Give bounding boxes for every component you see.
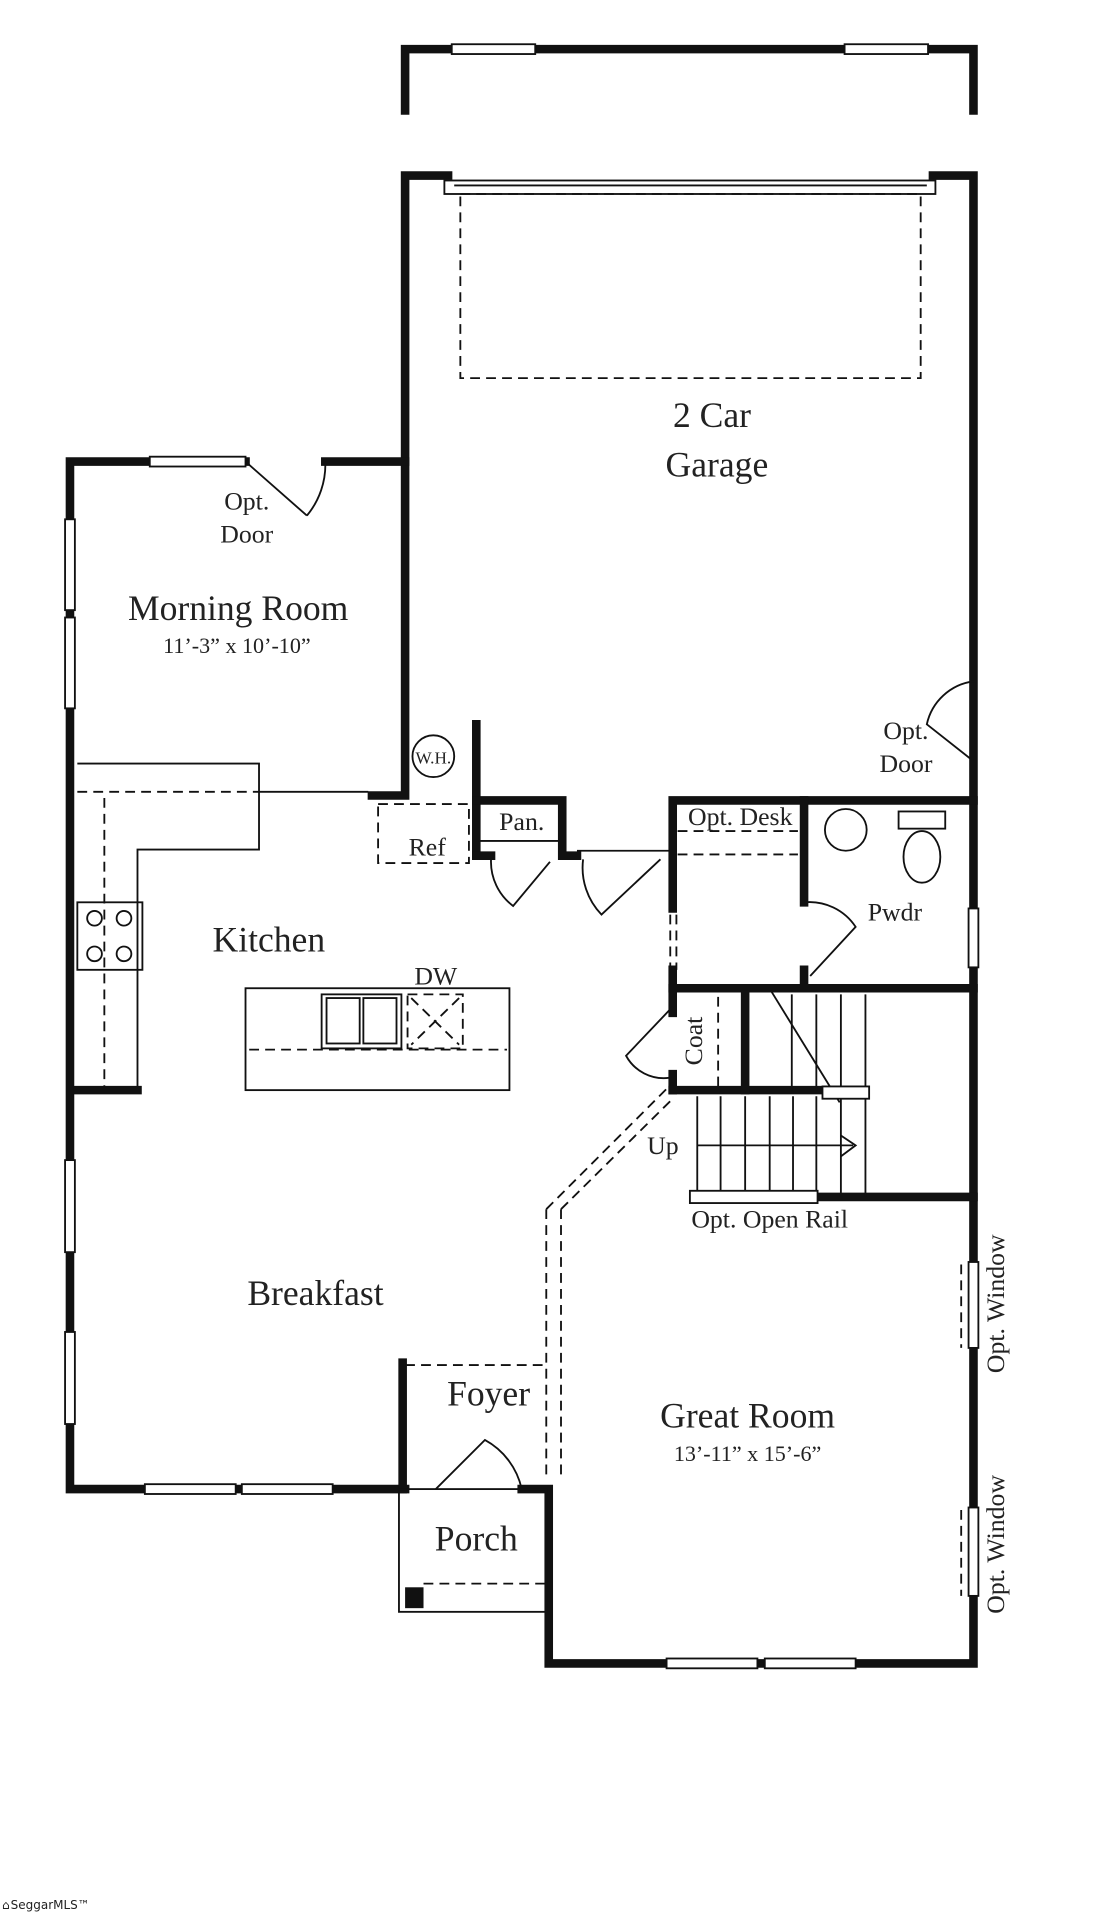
- garage-label: 2 Car: [673, 395, 751, 435]
- great-room-dims: 13’-11” x 15’-6”: [674, 1441, 822, 1466]
- ref-label: Ref: [409, 833, 447, 862]
- opt-door-label: Opt.: [883, 716, 928, 745]
- pwdr-label: Pwdr: [868, 898, 923, 927]
- foyer-label: Foyer: [447, 1374, 530, 1414]
- opt-desk-label: Opt. Desk: [688, 802, 793, 831]
- kitchen-label: Kitchen: [213, 919, 326, 959]
- opt-window-label: Opt. Window: [981, 1475, 1010, 1614]
- morning-room-label: Morning Room: [128, 588, 349, 628]
- house-icon: ⌂: [2, 1898, 10, 1912]
- opt-window-label: Opt. Window: [981, 1234, 1010, 1373]
- opt-door-label: Door: [220, 520, 273, 549]
- up-label: Up: [647, 1131, 679, 1160]
- porch-label: Porch: [435, 1518, 518, 1558]
- watermark-logo: ⌂ SeggarMLS™: [2, 1898, 90, 1912]
- dw-label: DW: [414, 962, 458, 991]
- coat-label: Coat: [679, 1017, 708, 1066]
- great-room-label: Great Room: [660, 1396, 835, 1436]
- toilet-icon: [902, 830, 942, 884]
- pantry-label: Pan.: [499, 807, 544, 836]
- walls: [64, 43, 980, 1670]
- water-heater-icon: [411, 734, 456, 779]
- water-heater-label: W.H.: [416, 749, 452, 768]
- breakfast-label: Breakfast: [247, 1273, 383, 1313]
- watermark-text: SeggarMLS™: [10, 1898, 90, 1912]
- opt-open-rail-label: Opt. Open Rail: [691, 1205, 848, 1234]
- garage-label: Garage: [666, 444, 769, 484]
- opt-door-label: Door: [879, 749, 932, 778]
- sink-icon: [824, 808, 868, 852]
- opt-door-label: Opt.: [224, 486, 269, 515]
- morning-room-dims: 11’-3” x 10’-10”: [163, 633, 311, 658]
